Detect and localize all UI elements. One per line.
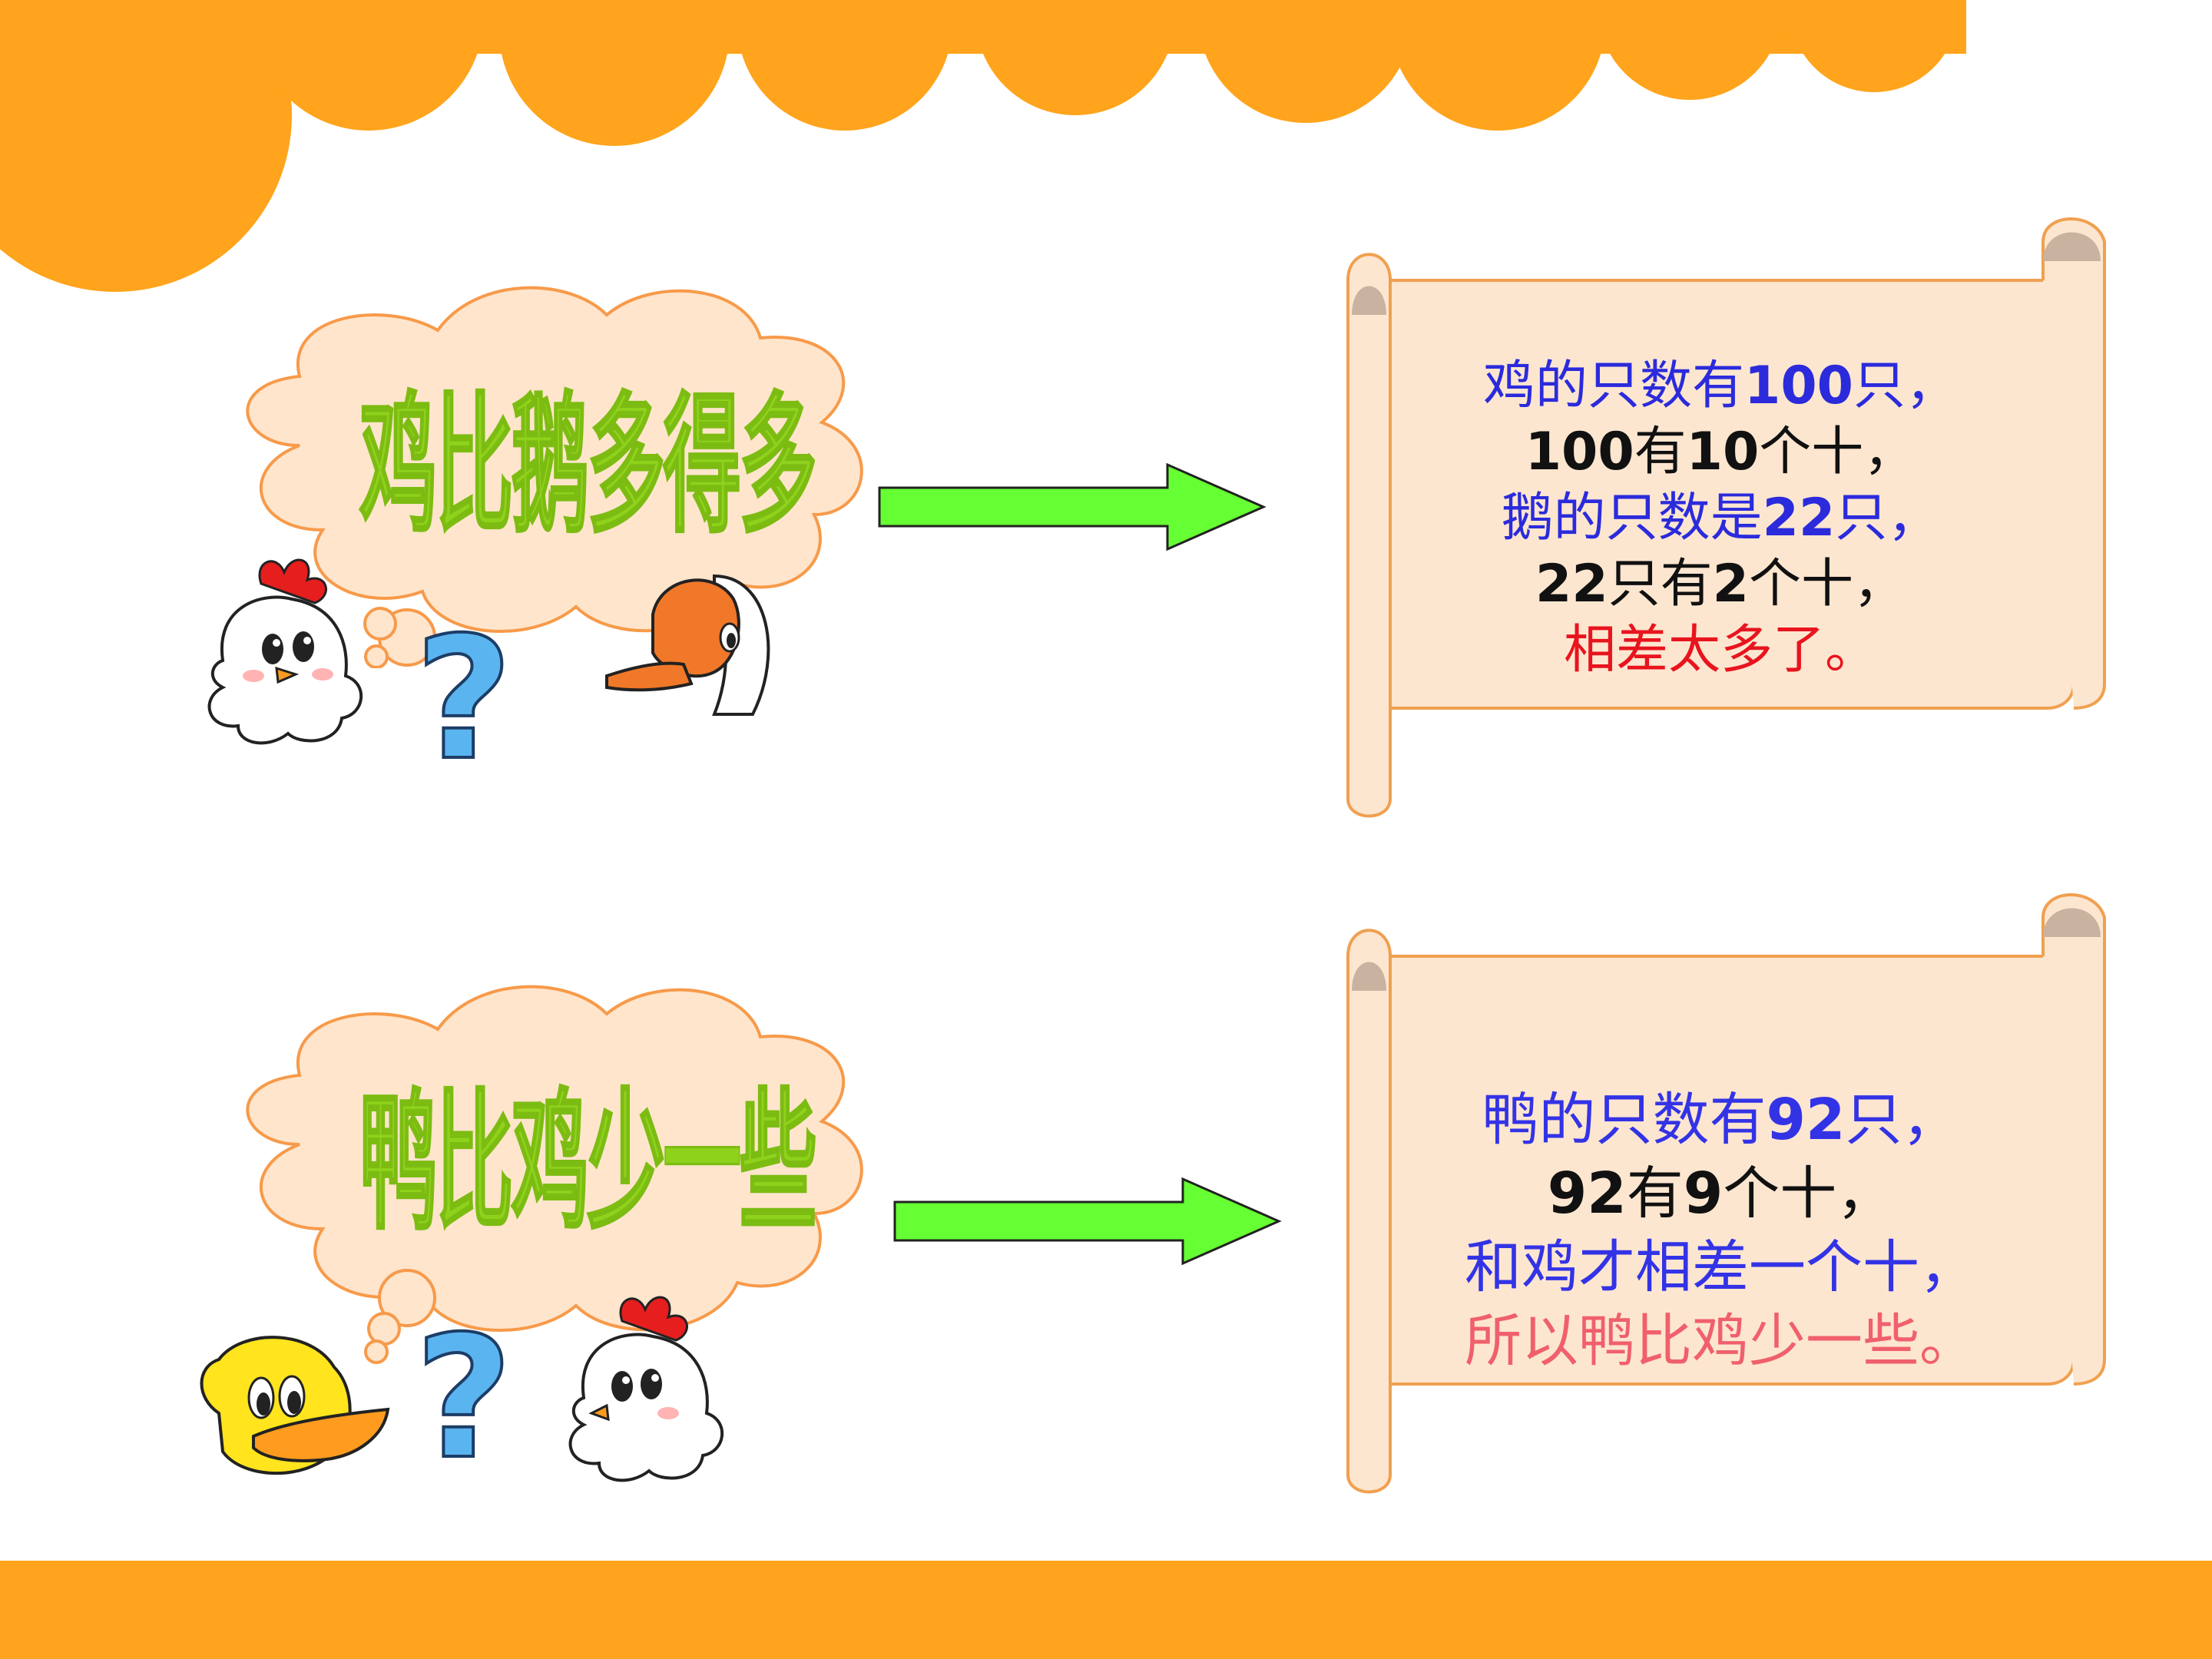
question-mark-icon: ? [413,601,515,797]
arrow-right-icon [878,462,1267,551]
thought-cloud-top [246,286,863,668]
goose-icon [605,574,770,716]
question-mark-icon: ? [413,1300,515,1496]
top-cloud-band [0,0,1966,292]
bottom-bar [0,1561,2212,1659]
scroll-line: 鸭的只数有92只， [1482,1087,1959,1153]
chicken-icon [568,1296,724,1482]
scroll-line: 相差太多了。 [1563,620,1877,680]
scroll-text-top: 鸡的只数有100只， 100有10个十， 鹅的只数是22只， 22只有2个十， … [1398,353,2043,684]
scroll-text-bottom: 鸭的只数有92只， 92有9个十， 和鸡才相差一个十， 所以鸭比鸡少一些。 [1398,1083,2043,1378]
scroll-line: 100有10个十， [1525,422,1916,482]
scroll-line: 和鸡才相差一个十， [1465,1234,1976,1300]
chicken-icon [207,558,363,745]
cloud-title-top: 鸡比鹅多得多 [359,378,817,555]
scroll-line: 鸡的只数有100只， [1483,356,1958,416]
scroll-line: 鹅的只数是22只， [1501,488,1940,548]
scroll-line: 92有9个十， [1547,1161,1894,1227]
duck-icon [200,1336,390,1475]
scroll-panel-top [1346,217,2106,818]
scroll-panel-bottom [1346,893,2106,1494]
arrow-right-icon [893,1177,1282,1266]
thought-cloud-bottom [246,985,863,1364]
scroll-line: 所以鸭比鸡少一些。 [1465,1308,1976,1374]
scroll-line: 22只有2个十， [1535,554,1906,614]
cloud-title-bottom: 鸭比鸡少一些 [359,1075,817,1252]
